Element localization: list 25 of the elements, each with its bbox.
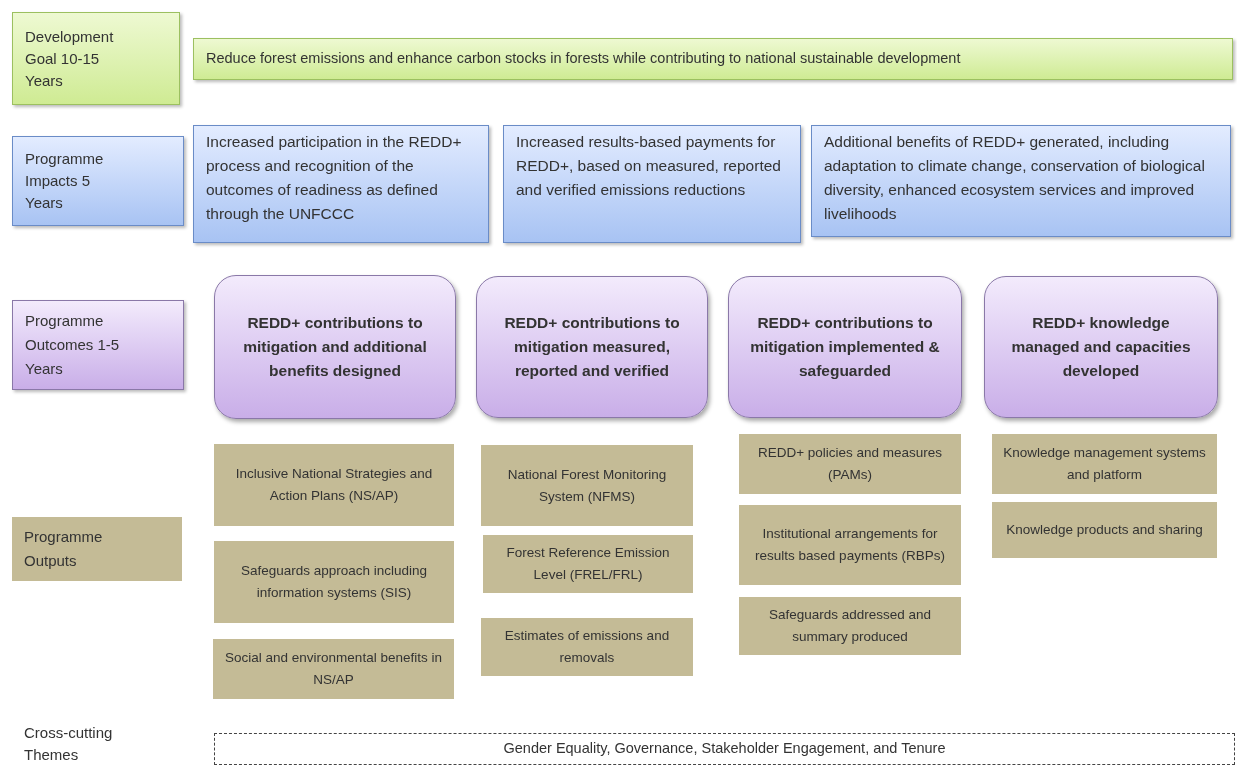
output-box: Estimates of emissions and removals [481, 618, 693, 676]
row-label: Cross-cutting Themes [24, 723, 114, 765]
outcome-box: REDD+ contributions to mitigation implemented & safeguarded [728, 276, 962, 418]
goal-box: Reduce forest emissions and enhance carbon stocks in forests while contributing to national sustainable development [193, 38, 1233, 80]
level-box: Programme Outcomes 1-5 Years [12, 300, 184, 390]
output-box: Knowledge products and sharing [992, 502, 1217, 558]
impact-box: Additional benefits of REDD+ generated, including adaptation to climate change, conservation of biological diversity, enhanced ecosystem services and improved livelihoods [811, 125, 1231, 237]
output-box: Safeguards approach including information systems (SIS) [214, 541, 454, 623]
outcome-box: REDD+ contributions to mitigation measured, reported and verified [476, 276, 708, 418]
output-box: Institutional arrangements for results based payments (RBPs) [739, 505, 961, 585]
output-box: REDD+ policies and measures (PAMs) [739, 434, 961, 494]
output-box: National Forest Monitoring System (NFMS) [481, 445, 693, 526]
level-box: Programme Impacts 5 Years [12, 136, 184, 226]
impact-box: Increased results-based payments for REDD+, based on measured, reported and verified emissions reductions [503, 125, 801, 243]
output-box: Safeguards addressed and summary produced [739, 597, 961, 655]
level-box: Programme Outputs [12, 517, 182, 581]
level-box: Development Goal 10-15 Years [12, 12, 180, 105]
outcome-box: REDD+ knowledge managed and capacities developed [984, 276, 1218, 418]
theme-box: Gender Equality, Governance, Stakeholder Engagement, and Tenure [214, 733, 1235, 765]
impact-box: Increased participation in the REDD+ process and recognition of the outcomes of readiness as defined through the UNFCCC [193, 125, 489, 243]
output-box: Forest Reference Emission Level (FREL/FRL) [483, 535, 693, 593]
output-box: Inclusive National Strategies and Action Plans (NS/AP) [214, 444, 454, 526]
output-box: Knowledge management systems and platform [992, 434, 1217, 494]
output-box: Social and environmental benefits in NS/AP [213, 639, 454, 699]
outcome-box: REDD+ contributions to mitigation and additional benefits designed [214, 275, 456, 419]
